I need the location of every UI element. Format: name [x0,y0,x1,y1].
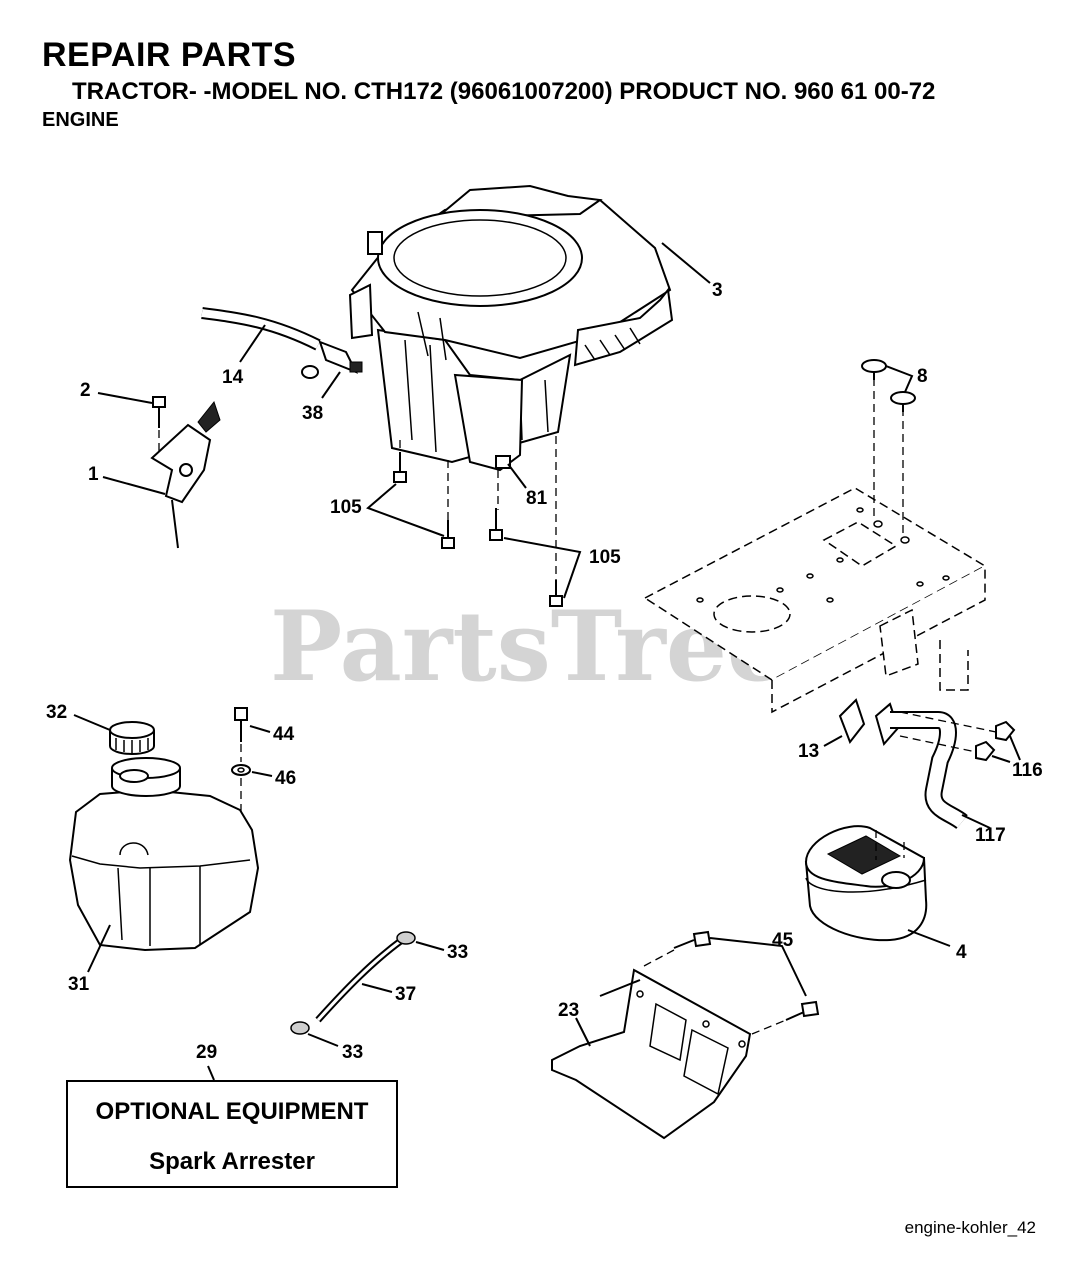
nut-81-part[interactable] [495,455,511,469]
fuel-line-part[interactable] [201,307,321,351]
heat-shield-part[interactable] [551,968,752,1140]
bolt-105-part[interactable] [393,452,407,483]
page-title: REPAIR PARTS [42,36,297,74]
callout-8: 8 [917,366,928,387]
spark-arrester-label: Spark Arrester [149,1148,315,1175]
washer-46-part[interactable] [231,764,251,776]
exhaust-gasket-part[interactable] [838,698,900,747]
throttle-control-part[interactable] [150,400,221,549]
clamp-33-part[interactable] [396,931,416,945]
callout-33-top: 33 [447,942,468,963]
fuel-cap-part[interactable] [109,721,155,755]
screw-2-part[interactable] [152,396,166,428]
fuel-tank-part[interactable] [68,757,260,952]
clamp-33-part[interactable] [290,1021,310,1035]
callout-45: 45 [772,930,794,951]
callout-23: 23 [558,1000,579,1021]
exhaust-pipe-part[interactable] [890,711,968,830]
callout-44: 44 [273,724,295,745]
diagram-reference: engine-kohler_42 [904,1218,1036,1237]
muffler-part[interactable] [804,825,928,942]
engine-part[interactable] [348,184,674,472]
callout-1: 1 [88,464,99,485]
shield-screw-45-part[interactable] [785,1000,820,1021]
bolt-105-part[interactable] [441,520,455,549]
callout-33-bottom: 33 [342,1042,363,1063]
callout-29: 29 [196,1042,217,1063]
fuel-line-37-part[interactable] [315,937,405,1023]
callout-2: 2 [80,380,91,401]
shield-screw-45-part[interactable] [673,930,712,949]
frame-plate [643,487,987,714]
model-subtitle: TRACTOR- -MODEL NO. CTH172 (96061007200)… [72,78,936,105]
callout-105-left: 105 [330,497,362,518]
callout-32: 32 [46,702,67,723]
screw-44-part[interactable] [234,707,248,742]
knob-8-part[interactable] [890,391,916,412]
optional-equipment-title: OPTIONAL EQUIPMENT [95,1098,369,1125]
callout-46: 46 [275,768,296,789]
callout-3: 3 [712,280,723,301]
callout-105-right: 105 [589,547,621,568]
fuel-fitting-part[interactable] [301,340,363,379]
callout-4: 4 [956,942,967,963]
callout-31: 31 [68,974,90,995]
section-heading: ENGINE [42,109,119,131]
optional-equipment-box: OPTIONAL EQUIPMENT Spark Arrester [66,1080,398,1188]
callout-13: 13 [798,741,819,762]
callout-37: 37 [395,984,416,1005]
bolt-105-part[interactable] [489,508,503,541]
callout-116: 116 [1012,760,1043,781]
bolt-105-part[interactable] [549,580,563,607]
exhaust-nut-116-part[interactable] [975,720,1016,762]
callout-14: 14 [222,367,244,388]
knob-8-part[interactable] [861,359,887,380]
callout-117: 117 [975,825,1006,846]
callout-38: 38 [302,403,323,424]
callout-81: 81 [526,488,548,509]
